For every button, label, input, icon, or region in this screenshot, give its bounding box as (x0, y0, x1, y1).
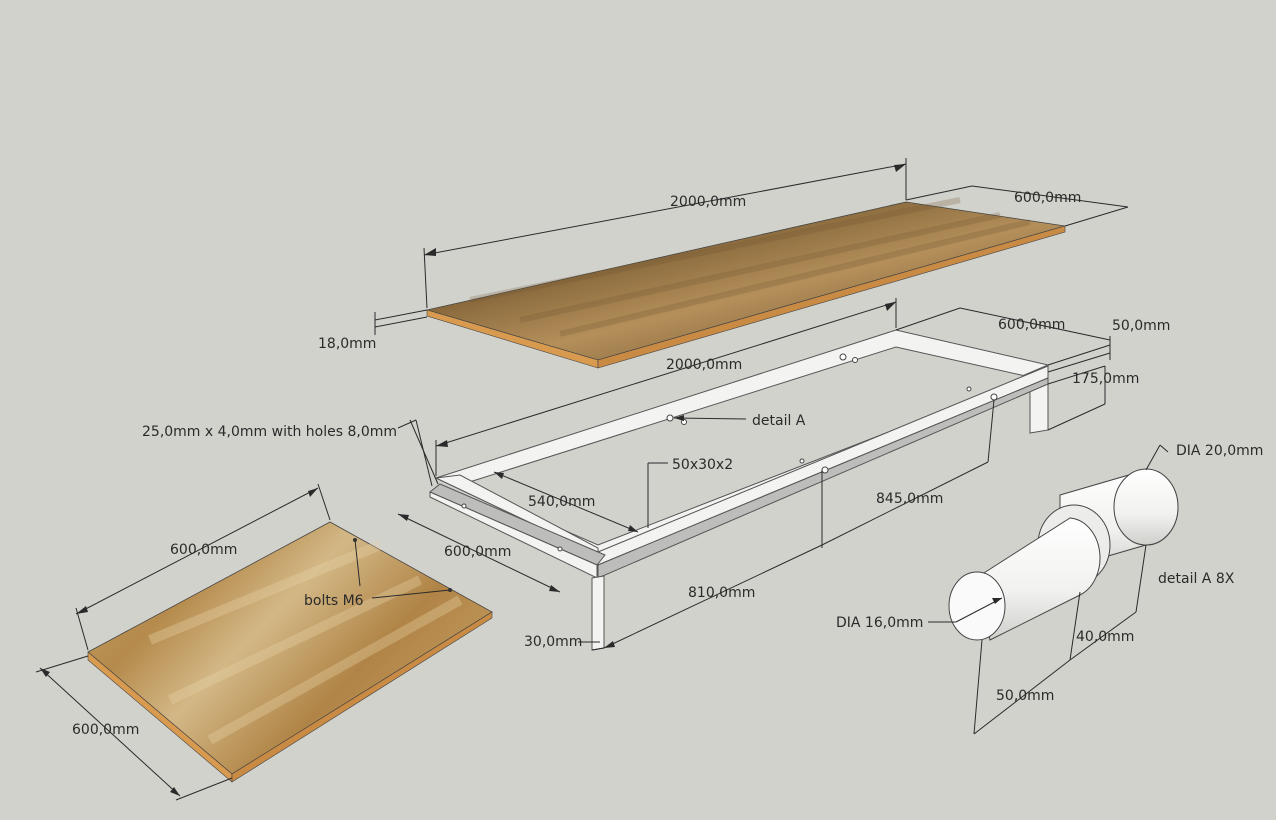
detail-a-pin (948, 468, 1179, 641)
label-len50: 50,0mm (996, 688, 1054, 704)
dim-len50 (973, 639, 1071, 735)
dim-inner-845 (821, 399, 995, 548)
dim-inner-540 (493, 471, 639, 533)
label-panel-600-side: 600,0mm (72, 722, 139, 738)
label-frame-depth: 50,0mm (1112, 318, 1170, 334)
label-detail-a: detail A (752, 413, 806, 429)
leader-detail-a (673, 415, 747, 421)
label-top-length: 2000,0mm (670, 194, 746, 210)
label-leg-height: 175,0mm (1072, 371, 1139, 387)
dim-frame-depth (1047, 336, 1111, 373)
dim-frame-length (435, 298, 897, 476)
dim-panel-600-top (75, 483, 331, 651)
label-frame-600: 600,0mm (444, 544, 511, 560)
label-top-thickness: 18,0mm (318, 336, 376, 352)
dim-dia20 (1145, 444, 1169, 471)
side-panel-board (87, 521, 493, 783)
dim-top-thickness (374, 309, 428, 335)
dim-leg-30 (578, 641, 605, 651)
label-frame-width: 600,0mm (998, 317, 1065, 333)
label-dia16: DIA 16,0mm (836, 615, 923, 631)
label-inner-540: 540,0mm (528, 494, 595, 510)
label-len40: 40,0mm (1076, 629, 1134, 645)
label-panel-600-top: 600,0mm (170, 542, 237, 558)
label-leg-810: 810,0mm (688, 585, 755, 601)
leader-bolts (353, 538, 452, 599)
label-leg-30: 30,0mm (524, 634, 582, 650)
label-dia20: DIA 20,0mm (1176, 443, 1263, 459)
leader-tube (647, 462, 668, 528)
label-frame-length: 2000,0mm (666, 357, 742, 373)
dim-leg-height (1047, 365, 1106, 431)
dim-len40 (1069, 544, 1147, 661)
dim-panel-600-side (35, 655, 233, 801)
label-flat-bar: 25,0mm x 4,0mm with holes 8,0mm (142, 424, 397, 440)
dim-flat-bar (397, 419, 439, 487)
dim-top-length (423, 158, 907, 309)
label-inner-845: 845,0mm (876, 491, 943, 507)
label-top-width: 600,0mm (1014, 190, 1081, 206)
dim-dia16 (928, 597, 1003, 623)
dim-frame-width (895, 307, 1111, 341)
dim-top-width (905, 185, 1129, 227)
dim-leg-810 (603, 544, 823, 649)
label-detail-a-8x: detail A 8X (1158, 571, 1235, 587)
label-bolts: bolts M6 (304, 593, 364, 609)
label-tube: 50x30x2 (672, 457, 733, 473)
metal-frame (429, 329, 1050, 651)
table-top-board (425, 197, 1066, 369)
dim-frame-600 (397, 513, 561, 593)
